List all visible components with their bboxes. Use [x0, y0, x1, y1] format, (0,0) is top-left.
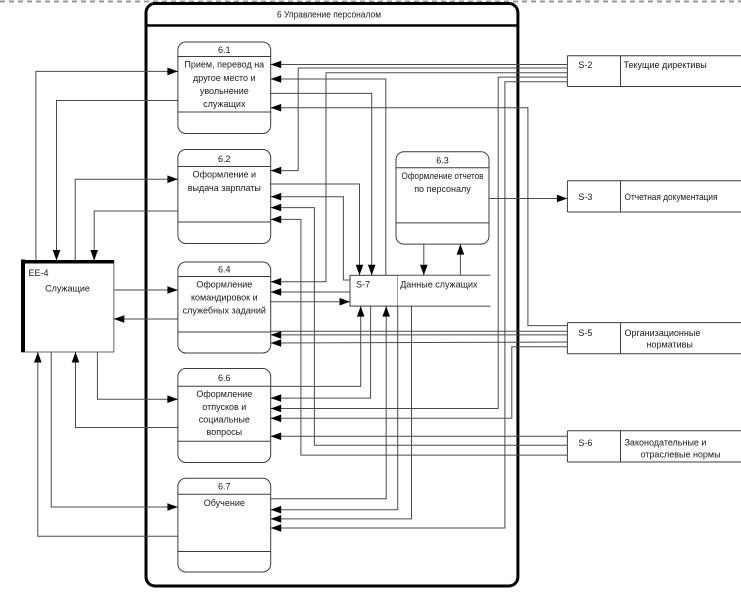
svg-text:выдача зарплаты: выдача зарплаты	[188, 183, 261, 193]
svg-text:Прием, перевод на: Прием, перевод на	[184, 60, 264, 70]
svg-text:социальные: социальные	[199, 415, 250, 425]
svg-text:Законодательные и: Законодательные и	[625, 438, 707, 448]
svg-text:Оформление: Оформление	[196, 389, 252, 399]
svg-text:командировок и: командировок и	[191, 293, 258, 303]
svg-text:Служащие: Служащие	[45, 284, 90, 294]
svg-text:6.3: 6.3	[436, 156, 449, 166]
svg-text:Данные служащих: Данные служащих	[400, 280, 478, 290]
svg-text:S-7: S-7	[356, 280, 370, 290]
svg-text:Отчетная документация: Отчетная документация	[625, 192, 718, 202]
svg-text:нормативы: нормативы	[647, 340, 693, 350]
svg-text:S-2: S-2	[578, 60, 592, 70]
svg-text:Оформление: Оформление	[196, 280, 252, 290]
svg-text:отпусков и: отпусков и	[202, 402, 246, 412]
svg-text:Текущие директивы: Текущие директивы	[624, 60, 707, 70]
svg-text:по персоналу: по персоналу	[414, 184, 471, 194]
svg-text:6.4: 6.4	[218, 265, 231, 275]
svg-text:EE-4: EE-4	[29, 268, 49, 278]
svg-text:увольнение: увольнение	[200, 86, 249, 96]
svg-text:вопросы: вопросы	[207, 427, 243, 437]
svg-text:6.1: 6.1	[218, 45, 231, 55]
svg-text:Организационные: Организационные	[625, 328, 701, 338]
svg-text:6.2: 6.2	[218, 154, 231, 164]
svg-text:6 Управление персоналом: 6 Управление персоналом	[277, 10, 381, 20]
svg-text:служащих: служащих	[203, 99, 246, 109]
svg-text:служебных заданий: служебных заданий	[183, 306, 266, 316]
svg-text:S-3: S-3	[578, 192, 592, 202]
svg-text:Оформление и: Оформление и	[193, 170, 256, 180]
svg-text:Обучение: Обучение	[204, 498, 245, 508]
svg-text:S-5: S-5	[578, 328, 592, 338]
svg-text:Оформление отчетов: Оформление отчетов	[402, 171, 484, 181]
svg-text:другое место и: другое место и	[193, 73, 256, 83]
svg-text:6.7: 6.7	[218, 482, 231, 492]
svg-text:S-6: S-6	[578, 438, 592, 448]
svg-text:6.6: 6.6	[218, 373, 231, 383]
svg-text:отраслевые нормы: отраслевые нормы	[641, 450, 721, 460]
